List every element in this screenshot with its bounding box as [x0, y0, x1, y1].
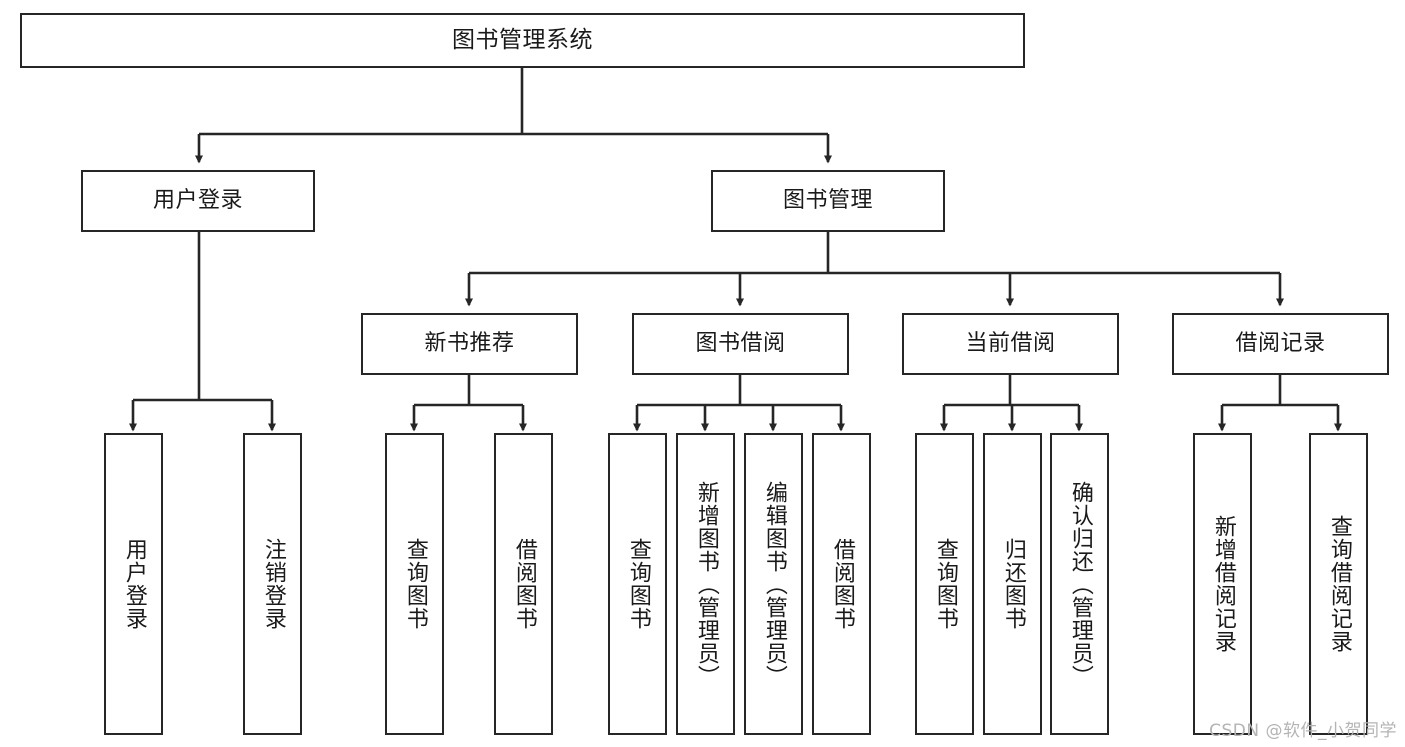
- node-label: 查询图书: [932, 538, 958, 630]
- node-label: 新增借阅记录: [1210, 515, 1236, 653]
- leaf-record-add-borrow-record[interactable]: 新增借阅记录: [1193, 433, 1252, 735]
- node-label: 用户登录: [121, 538, 147, 630]
- leaf-user-login-logout[interactable]: 注销登录: [243, 433, 302, 735]
- node-label: 图书管理: [782, 188, 873, 214]
- leaf-current-return-book[interactable]: 归还图书: [983, 433, 1042, 735]
- node-borrow-record[interactable]: 借阅记录: [1172, 313, 1389, 375]
- node-label: 查询图书: [625, 538, 651, 630]
- leaf-borrow-edit-book-admin[interactable]: 编辑图书（管理员）: [744, 433, 803, 735]
- node-user-login[interactable]: 用户登录: [81, 170, 315, 232]
- node-label: 借阅图书: [829, 538, 855, 630]
- node-book-borrow[interactable]: 图书借阅: [632, 313, 849, 375]
- node-label: 查询图书: [402, 538, 428, 630]
- leaf-current-confirm-return-admin[interactable]: 确认归还（管理员）: [1050, 433, 1109, 735]
- leaf-new-book-borrow[interactable]: 借阅图书: [494, 433, 553, 735]
- node-label: 用户登录: [152, 188, 243, 214]
- node-book-management[interactable]: 图书管理: [711, 170, 945, 232]
- watermark-text: CSDN @软件_小贺同学: [1209, 721, 1397, 741]
- leaf-borrow-add-book-admin[interactable]: 新增图书（管理员）: [676, 433, 735, 735]
- node-label: 注销登录: [260, 538, 286, 630]
- leaf-current-query-book[interactable]: 查询图书: [915, 433, 974, 735]
- leaf-new-book-query[interactable]: 查询图书: [385, 433, 444, 735]
- leaf-borrow-query-book[interactable]: 查询图书: [608, 433, 667, 735]
- leaf-record-query-borrow-record[interactable]: 查询借阅记录: [1309, 433, 1368, 735]
- node-new-book-recommendation[interactable]: 新书推荐: [361, 313, 578, 375]
- node-label: 编辑图书（管理员）: [761, 480, 787, 688]
- leaf-user-login-login[interactable]: 用户登录: [104, 433, 163, 735]
- node-label: 确认归还（管理员）: [1067, 480, 1093, 688]
- node-label: 借阅记录: [1235, 331, 1326, 357]
- leaf-borrow-borrow-book[interactable]: 借阅图书: [812, 433, 871, 735]
- node-label: 查询借阅记录: [1326, 515, 1352, 653]
- node-label: 新增图书（管理员）: [693, 480, 719, 688]
- node-label: 归还图书: [1000, 538, 1026, 630]
- node-label: 当前借阅: [965, 331, 1056, 357]
- node-label: 借阅图书: [511, 538, 537, 630]
- node-current-borrow[interactable]: 当前借阅: [902, 313, 1119, 375]
- node-label: 新书推荐: [424, 331, 515, 357]
- node-label: 图书借阅: [695, 331, 786, 357]
- node-root-system[interactable]: 图书管理系统: [20, 13, 1025, 68]
- node-label: 图书管理系统: [452, 26, 593, 53]
